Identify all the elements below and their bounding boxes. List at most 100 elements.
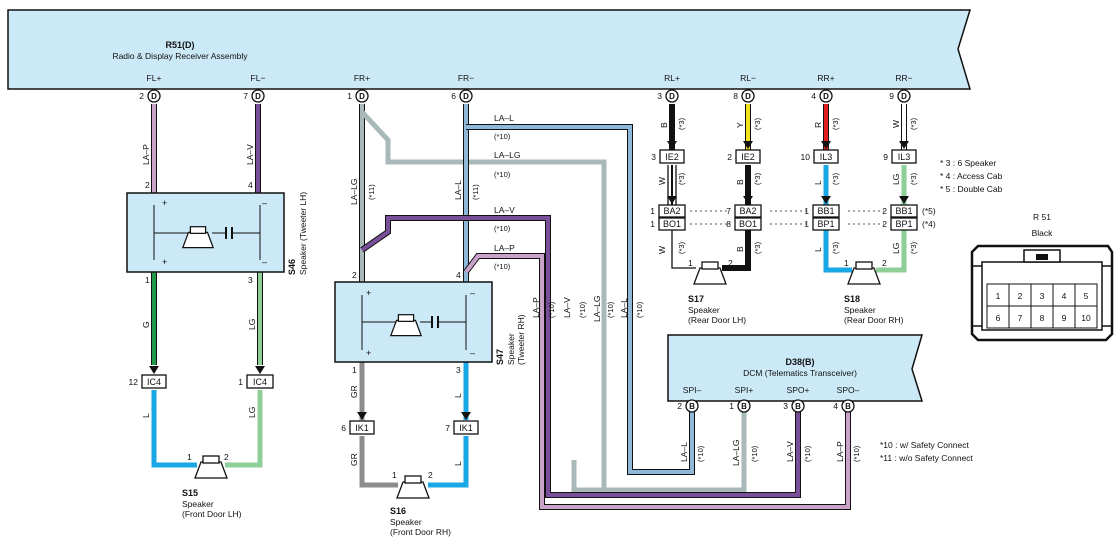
lbl-v-n10b: (*10) (578, 301, 587, 318)
ie2a-pin: 3 (651, 152, 656, 162)
radio-pin-conn: D (151, 92, 157, 101)
r51-code: R 51 (1033, 212, 1051, 222)
lbl-rl-n3: (*3) (677, 117, 686, 130)
dcm-pin-circle (737, 399, 751, 413)
radio-pin-circle (147, 89, 161, 103)
dcm-pin-conn: B (845, 402, 851, 411)
s47-pin2: 2 (352, 270, 357, 280)
bp1b-pin: 2 (882, 219, 887, 229)
speaker-s46: + – + – 2 4 1 3 S46 Speaker (Tweeter LH) (126, 180, 308, 285)
lbl-v-la-p: LA–P (531, 297, 541, 318)
lbl-lg: LG (247, 319, 257, 330)
lbl-rl-w3: W (657, 246, 667, 254)
ba2b-pin: 7 (726, 206, 731, 216)
lbl-d-la-v: LA–V (785, 441, 795, 462)
lbl-rr-n3e: (*3) (831, 241, 840, 254)
lbl-gr: GR (349, 385, 359, 398)
wire-layer (151, 104, 907, 510)
radio-pin-circle (819, 89, 833, 103)
s46-plus: + (162, 198, 167, 208)
wire-s47-l (428, 362, 469, 488)
r51-pin-label: 1 (996, 291, 1001, 301)
s46-name: Speaker (Tweeter LH) (298, 192, 308, 275)
lbl-rr-lg3: LG (891, 243, 901, 254)
r51-pin-6: 6 (986, 305, 1010, 329)
lbl-rl-b2: B (735, 179, 745, 185)
ie2b-label: IE2 (741, 152, 755, 162)
s18-name: Speaker (844, 305, 876, 315)
lbl-d-n10b: (*10) (750, 445, 759, 462)
bo1a-pin: 1 (650, 219, 655, 229)
dcm-pin-conn: B (795, 402, 801, 411)
dcm-pin-signal: SPI– (683, 385, 702, 395)
speaker-s15: 1 2 S15 Speaker (Front Door LH) (182, 452, 242, 519)
radio-pin-signal: FR− (458, 73, 474, 83)
lbl-fr-n11b: (*11) (471, 184, 480, 200)
radio-pin-number: 6 (451, 91, 456, 101)
radio-pin-circle (251, 89, 265, 103)
radio-pin-circle (897, 89, 911, 103)
lbl-rr-lg2: LG (891, 174, 901, 185)
connector-il3b: IL3 9 (883, 149, 917, 164)
connector-il3a: IL3 10 (801, 149, 839, 164)
dcm-pin-circle (685, 399, 699, 413)
dcm-pin-conn: B (741, 402, 747, 411)
dcm-pin-signal: SPO– (837, 385, 860, 395)
lbl-rr-n3: (*3) (831, 117, 840, 130)
radio-pin-number: 1 (347, 91, 352, 101)
lbl-fl-la-p: LA–P (141, 144, 151, 165)
bb1a-label: BB1 (817, 206, 834, 216)
bb1a-pin: 1 (804, 206, 809, 216)
connector-ic4a: IC4 12 (129, 374, 167, 389)
ik1b-pin: 7 (445, 423, 450, 433)
r51-pin-4: 4 (1052, 283, 1076, 307)
dcm-pin-number: 4 (833, 401, 838, 411)
lbl-rl-b3: B (735, 246, 745, 252)
il3a-label: IL3 (820, 152, 833, 162)
speaker-s17: 1 2 S17 Speaker (Rear Door LH) (688, 258, 746, 325)
r51-pin-2: 2 (1008, 283, 1032, 307)
ic4b-pin: 1 (238, 377, 243, 387)
r51-pin-label: 9 (1062, 313, 1067, 323)
lbl-rr-n3d: (*3) (909, 172, 918, 185)
lbl-rr-r: R (813, 122, 823, 128)
lbl-h-la-p: LA–P (494, 243, 515, 253)
bp1b-label: BP1 (895, 219, 912, 229)
s46-minus: – (262, 198, 267, 208)
connector-ba2-bo1-left: BA2 BO1 1 1 (650, 204, 686, 231)
lbl-h-n10d: (*10) (494, 262, 511, 271)
note-4: (*4) (922, 219, 936, 229)
s17-pin2: 2 (728, 258, 733, 268)
r51-pin-5: 5 (1074, 283, 1098, 307)
s46-pin1: 1 (145, 275, 150, 285)
wire-s15-l (151, 390, 197, 468)
lbl-h-la-v: LA–V (494, 205, 515, 215)
dcm-code: D38(B) (785, 357, 814, 367)
lbl-rl-n3b: (*3) (753, 117, 762, 130)
ik1b-label: IK1 (459, 423, 473, 433)
r51-pin-label: 2 (1018, 291, 1023, 301)
s17-code: S17 (688, 294, 704, 304)
dcm-pin-number: 2 (677, 401, 682, 411)
bo1a-label: BO1 (663, 219, 681, 229)
wire-fr-minus (463, 104, 695, 475)
s15-pin1: 1 (187, 452, 192, 462)
radio-pin-signal: RR− (895, 73, 912, 83)
note-5: (*5) (922, 206, 936, 216)
s16-pin2: 2 (428, 470, 433, 480)
s47-sub: (Tweeter RH) (516, 314, 526, 365)
radio-name: Radio & Display Receiver Assembly (112, 51, 248, 61)
s17-sub: (Rear Door LH) (688, 315, 746, 325)
radio-pin-number: 7 (243, 91, 248, 101)
radio-pin-conn: D (745, 92, 751, 101)
radio-pin-number: 8 (733, 91, 738, 101)
